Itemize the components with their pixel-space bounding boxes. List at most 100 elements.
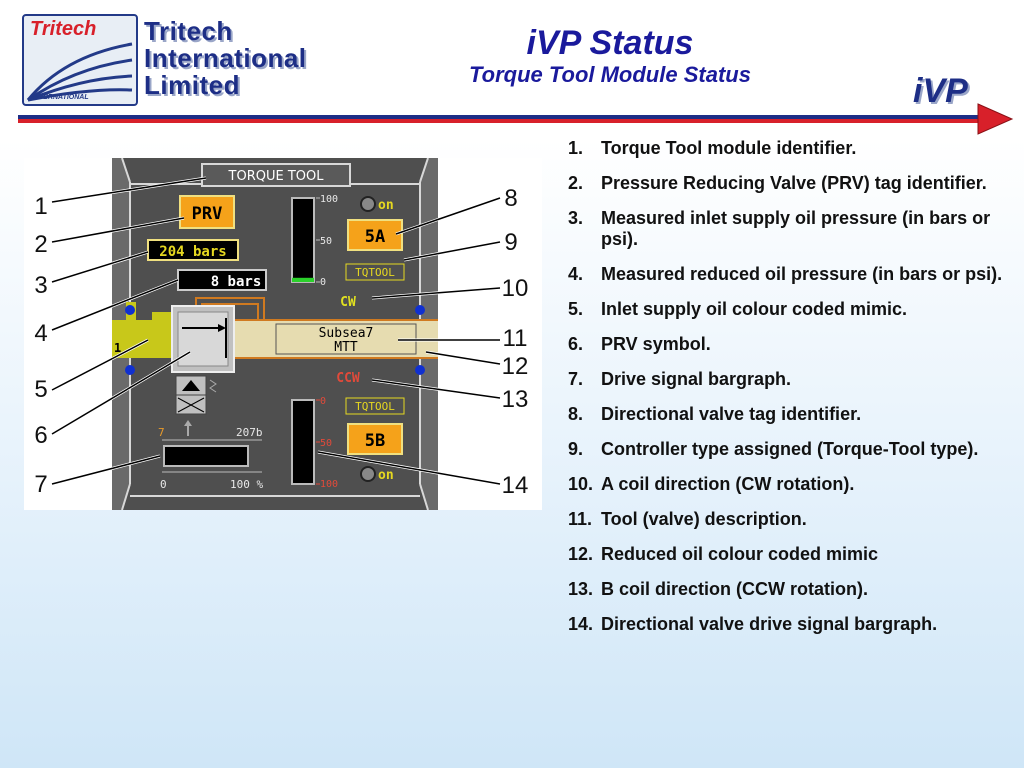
- channel-number: 1: [114, 341, 121, 355]
- list-item: 7. Drive signal bargraph.: [568, 369, 1008, 390]
- company-name: Tritech International Limited: [144, 18, 307, 99]
- valve-b-controller-type: TQTOOL: [355, 400, 395, 413]
- valve-b-scale-mid: 50: [320, 438, 332, 449]
- tool-description-line1: Subsea7: [319, 326, 374, 341]
- callout-11: 11: [502, 325, 528, 352]
- drive-zero-label: 0: [160, 478, 167, 491]
- list-item: 9. Controller type assigned (Torque-Tool …: [568, 439, 1008, 460]
- list-item: 5.Inlet supply oil colour coded mimic.: [568, 299, 1008, 320]
- drive-max-label: 207b: [236, 426, 263, 439]
- page-subtitle: Torque Tool Module Status: [469, 62, 751, 87]
- list-item-number: 6.: [568, 334, 584, 354]
- list-item-text: Torque Tool module identifier.: [601, 138, 857, 158]
- list-item-text: Tool (valve) description.: [601, 509, 807, 529]
- company-name-line: Limited: [144, 70, 240, 100]
- valve-a-controller-type: TQTOOL: [355, 266, 395, 279]
- valve-a-scale-top: 100: [320, 194, 338, 205]
- right-bottom-marker-icon: [415, 365, 425, 375]
- list-item-number: 12.: [568, 544, 594, 564]
- tritech-logo: Tritech INTERNATIONAL Tritech Internatio…: [22, 14, 340, 106]
- valve-b-bargraph: 0 50 100: [291, 396, 338, 490]
- sonar-waves-icon: [26, 42, 133, 102]
- list-item-text: Reduced oil colour coded mimic: [601, 544, 879, 564]
- valve-a-bargraph: 100 50 0: [291, 194, 338, 288]
- list-item-text: Drive signal bargraph.: [601, 369, 792, 389]
- callout-6: 6: [34, 422, 48, 449]
- list-item: 14.Directional valve drive signal bargra…: [568, 614, 1008, 635]
- valve-b-tag-label: 5B: [365, 431, 385, 451]
- list-item-number: 7.: [568, 369, 584, 389]
- list-item-text: Pressure Reducing Valve (PRV) tag identi…: [601, 173, 987, 193]
- list-item-text: Directional valve tag identifier.: [601, 404, 862, 424]
- tool-description-line2: MTT: [334, 340, 358, 355]
- callout-14: 14: [501, 472, 529, 499]
- list-item-text: A coil direction (CW rotation).: [601, 474, 855, 494]
- list-item-text: Inlet supply oil colour coded mimic.: [601, 299, 908, 319]
- prv-tag-label: PRV: [192, 204, 223, 224]
- inlet-pressure-box: [147, 239, 239, 261]
- valve-b-scale-top: 0: [320, 396, 326, 407]
- valve-b-on-label: on: [378, 468, 394, 483]
- left-bottom-marker-icon: [125, 365, 135, 375]
- drive-full-label: 100 %: [230, 478, 263, 491]
- callout-1: 1: [34, 193, 48, 220]
- list-item-number: 4.: [568, 264, 584, 284]
- prv-symbol-icon: [171, 305, 235, 415]
- callout-13: 13: [501, 386, 529, 413]
- inlet-pressure-value: 204 bars: [159, 244, 226, 260]
- valve-b-tag[interactable]: [347, 423, 403, 455]
- callout-7: 7: [34, 471, 48, 498]
- drive-bar-track: [163, 445, 249, 467]
- valve-a-scale-bottom: 0: [320, 277, 326, 288]
- valve-a-on-label: on: [378, 198, 394, 213]
- list-item-text: Measured inlet supply oil pressure (in b…: [601, 208, 991, 249]
- drive-min-label: 7: [158, 426, 165, 439]
- torque-tool-module: TORQUE TOOL 1 Subsea7 MTT: [112, 158, 438, 510]
- tritech-badge: Tritech INTERNATIONAL: [22, 14, 138, 106]
- left-top-marker-icon: [125, 305, 135, 315]
- logo-badge-sub: INTERNATIONAL: [32, 94, 89, 101]
- list-item-number: 11.: [568, 509, 593, 529]
- company-name-line: International: [144, 43, 307, 73]
- callout-8: 8: [504, 185, 518, 212]
- list-item: 2. Pressure Reducing Valve (PRV) tag iden…: [568, 173, 1008, 194]
- valve-b-status-led-icon: [360, 466, 376, 482]
- callout-3: 3: [34, 272, 48, 299]
- list-item-text: Controller type assigned (Torque-Tool ty…: [601, 439, 979, 459]
- list-item-number: 9.: [568, 439, 584, 459]
- right-top-marker-icon: [415, 305, 425, 315]
- legend-list: 1.Torque Tool module identifier. 2. Press…: [568, 138, 1008, 649]
- list-item-text: Measured reduced oil pressure (in bars o…: [601, 264, 1003, 284]
- list-item-number: 10.: [568, 474, 594, 494]
- list-item: 8.Directional valve tag identifier.: [568, 404, 1008, 425]
- ivp-logo: iVP: [913, 72, 968, 110]
- list-item: 4. Measured reduced oil pressure (in bars…: [568, 264, 1008, 285]
- list-item: 1.Torque Tool module identifier.: [568, 138, 1008, 159]
- list-item-number: 2.: [568, 173, 584, 193]
- valve-a-bar-fill: [292, 277, 314, 282]
- callout-5: 5: [34, 376, 48, 403]
- callout-9: 9: [504, 229, 518, 256]
- list-item-number: 3.: [568, 208, 584, 228]
- callout-10: 10: [501, 275, 529, 302]
- list-item: 11. Tool (valve) description.: [568, 509, 1008, 530]
- valve-a-controller-box: [345, 263, 405, 281]
- reduced-pressure-value: 8 bars: [211, 274, 262, 290]
- company-name-line: Tritech: [144, 16, 233, 46]
- header-rule-arrow: [18, 103, 1014, 135]
- valve-b-scale-bottom: 100: [320, 479, 338, 490]
- callout-2: 2: [34, 231, 48, 258]
- list-item: 6. PRV symbol.: [568, 334, 1008, 355]
- valve-a-status-led-icon: [360, 196, 376, 212]
- list-item-text: B coil direction (CCW rotation).: [601, 579, 868, 599]
- valve-a-tag[interactable]: [347, 219, 403, 251]
- list-item-number: 13.: [568, 579, 594, 599]
- module-header-label: TORQUE TOOL: [228, 169, 325, 184]
- list-item-text: PRV symbol.: [601, 334, 711, 354]
- logo-badge-word: Tritech: [30, 18, 97, 40]
- valve-a-tag-label: 5A: [365, 227, 385, 247]
- page-title: iVP Status: [526, 24, 694, 62]
- valve-a-scale-mid: 50: [320, 236, 332, 247]
- list-item: 10. A coil direction (CW rotation).: [568, 474, 1008, 495]
- list-item: 13. B coil direction (CCW rotation).: [568, 579, 1008, 600]
